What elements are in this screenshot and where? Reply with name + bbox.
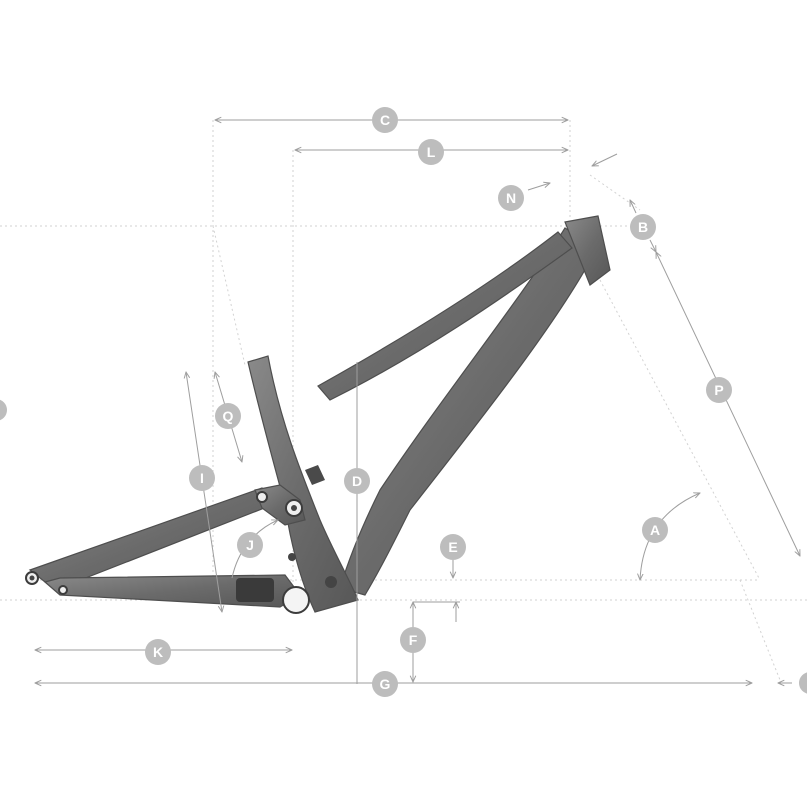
bike-frame xyxy=(25,215,611,614)
badge-d: D xyxy=(344,468,370,494)
badge-j: J xyxy=(237,532,263,558)
svg-text:F: F xyxy=(409,632,418,648)
badge-g: G xyxy=(372,671,398,697)
svg-text:N: N xyxy=(506,190,516,206)
lower-link-pivot xyxy=(325,576,337,588)
badge-l: L xyxy=(418,139,444,165)
frame-port xyxy=(305,465,325,485)
label-badges: C L N B P Q I D A J E F K G xyxy=(0,107,807,697)
seat-tube xyxy=(247,355,359,613)
svg-text:B: B xyxy=(638,219,648,235)
svg-text:C: C xyxy=(380,112,390,128)
svg-text:D: D xyxy=(352,473,362,489)
badge-i: I xyxy=(189,465,215,491)
badge-f: F xyxy=(400,627,426,653)
badge-p: P xyxy=(706,377,732,403)
badge-e: E xyxy=(440,534,466,560)
badge-c: C xyxy=(372,107,398,133)
svg-text:L: L xyxy=(427,144,436,160)
chainstay-pivot xyxy=(58,585,68,595)
head-tube xyxy=(564,215,611,286)
badge-n: N xyxy=(498,185,524,211)
svg-text:K: K xyxy=(153,644,163,660)
badge-edge-right xyxy=(799,672,807,694)
svg-text:G: G xyxy=(380,676,391,692)
svg-text:E: E xyxy=(448,539,457,555)
svg-text:Q: Q xyxy=(223,408,234,424)
bottom-bracket xyxy=(282,586,310,614)
badge-a: A xyxy=(642,517,668,543)
badge-q: Q xyxy=(215,403,241,429)
top-tube xyxy=(317,231,573,401)
seatstay-pivot xyxy=(256,491,268,503)
chainstay-guard xyxy=(236,578,274,602)
upper-mount-bolt xyxy=(288,553,296,561)
svg-text:A: A xyxy=(650,522,660,538)
badge-edge-left xyxy=(0,399,7,421)
seat-stay xyxy=(28,487,273,591)
badge-k: K xyxy=(145,639,171,665)
badge-b: B xyxy=(630,214,656,240)
down-tube xyxy=(339,227,598,596)
svg-text:P: P xyxy=(714,382,723,398)
svg-text:J: J xyxy=(246,537,254,553)
svg-text:I: I xyxy=(200,470,204,486)
